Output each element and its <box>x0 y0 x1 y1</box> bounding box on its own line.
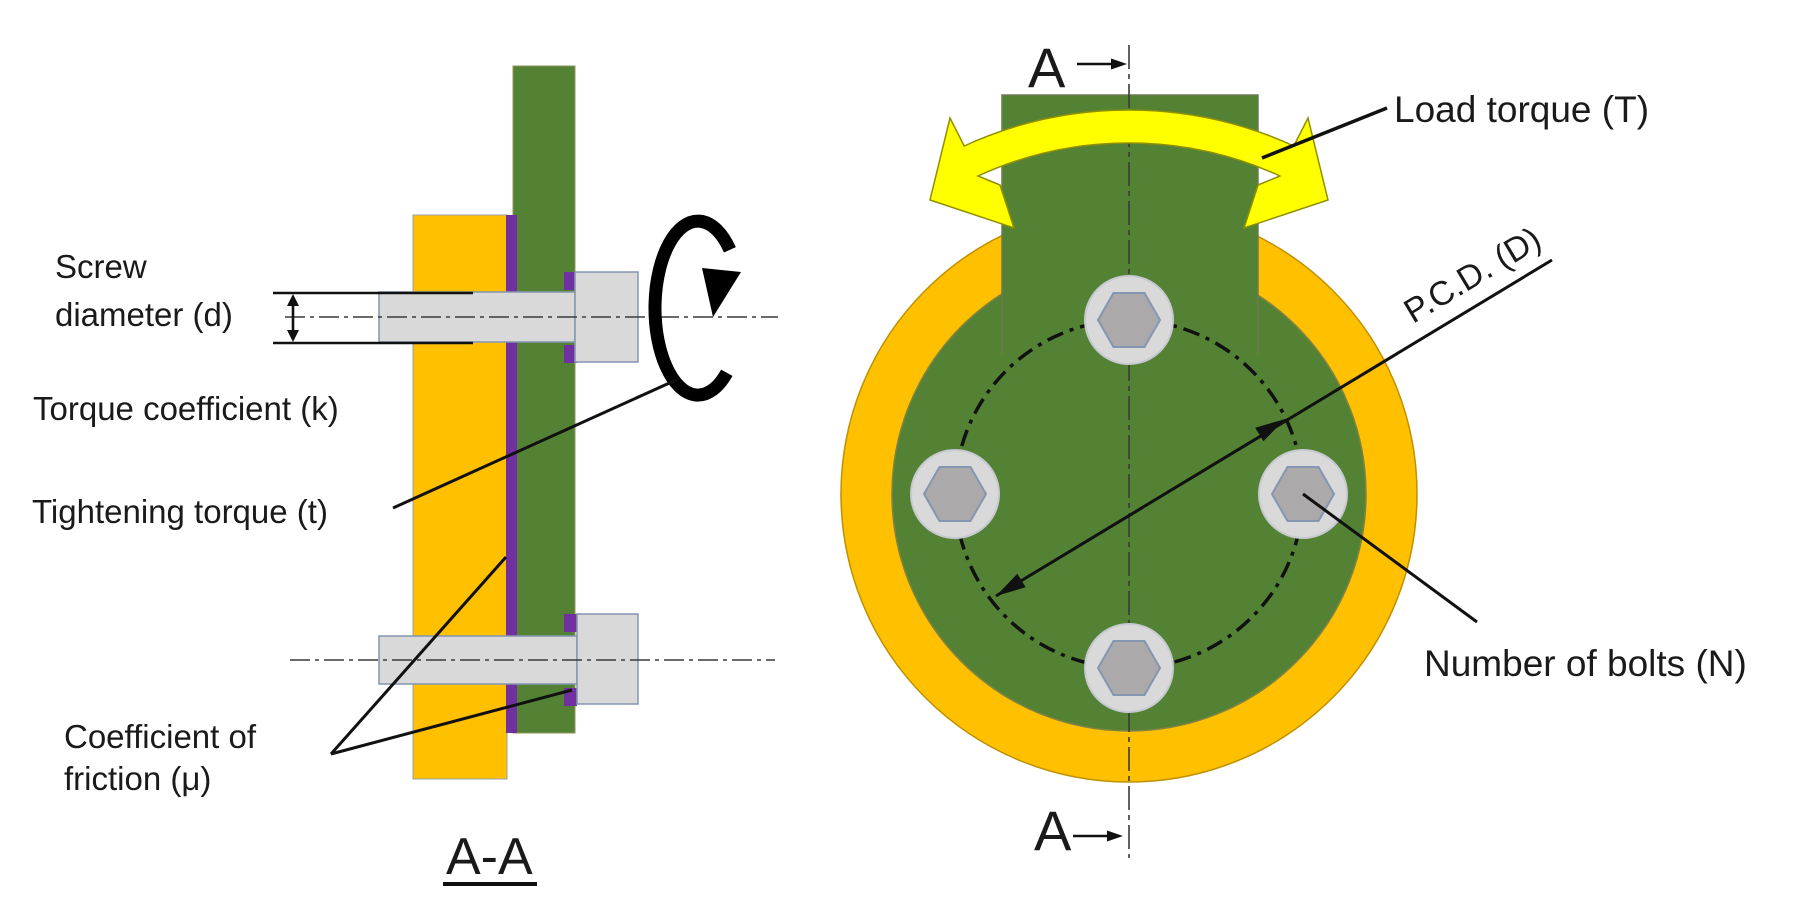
load-torque-arrow-icon <box>929 109 1329 230</box>
load-torque-leader <box>1261 106 1388 160</box>
section-arrow-bottom-icon <box>1107 830 1123 842</box>
green-plate-section <box>512 65 576 734</box>
dimension-arrowhead-up-icon <box>287 294 299 306</box>
friction-label-line2: friction (μ) <box>64 760 211 797</box>
hex-head <box>1096 292 1162 348</box>
pcd-dimension-arrow <box>995 258 1553 598</box>
friction-label-line1: Coefficient of <box>64 718 257 755</box>
rotation-arrowhead-icon <box>702 268 741 317</box>
section-title: A-A <box>446 828 533 886</box>
screw-diameter-label-line1: Screw <box>55 248 147 285</box>
bolt-left <box>910 449 1000 539</box>
gasket-strip <box>506 215 517 733</box>
section-view: Screw diameter (d) Torque coefficient (k… <box>32 65 778 886</box>
rotation-arrow-icon <box>648 214 741 402</box>
lower-head-gasket-top <box>564 614 577 632</box>
pcd-arrowhead-lower-icon <box>996 573 1026 596</box>
rotation-arc <box>648 214 736 402</box>
pcd-arrowhead-upper-icon <box>1255 419 1285 442</box>
dimension-arrowhead-down-icon <box>287 330 299 342</box>
tightening-torque-leader <box>392 378 677 510</box>
load-torque-label: Load torque (T) <box>1394 89 1649 130</box>
screw-diameter-label-line2: diameter (d) <box>55 296 233 333</box>
upper-bolt-shaft <box>378 291 576 343</box>
shaft-neck <box>1001 94 1259 355</box>
flange-front-view: A A Load torque (T) P.C.D. (D) Number of… <box>840 36 1747 862</box>
lower-bolt-head <box>576 613 639 705</box>
tightening-torque-label: Tightening torque (t) <box>32 493 328 530</box>
upper-head-gasket-top <box>564 272 577 290</box>
torque-arrow-shape <box>929 109 1329 230</box>
diameter-dimension-arrow <box>273 291 473 345</box>
bolt-top <box>1084 275 1174 365</box>
section-marker-top-label: A <box>1028 36 1066 99</box>
friction-leader-2 <box>330 688 573 756</box>
section-marker-bottom-label: A <box>1034 799 1072 862</box>
section-marker-a-bottom: A <box>1034 799 1123 862</box>
section-arrow-top-icon <box>1111 58 1127 70</box>
upper-head-gasket-bottom <box>564 345 577 363</box>
section-marker-a-top: A <box>1028 36 1127 99</box>
torque-coefficient-label: Torque coefficient (k) <box>33 390 339 427</box>
friction-leader-1 <box>329 556 508 755</box>
bolt-count-leader <box>1302 492 1478 624</box>
bolt-bottom <box>1084 623 1174 713</box>
hex-head <box>1096 640 1162 696</box>
hex-head <box>922 466 988 522</box>
bolt-count-label: Number of bolts (N) <box>1424 643 1747 684</box>
